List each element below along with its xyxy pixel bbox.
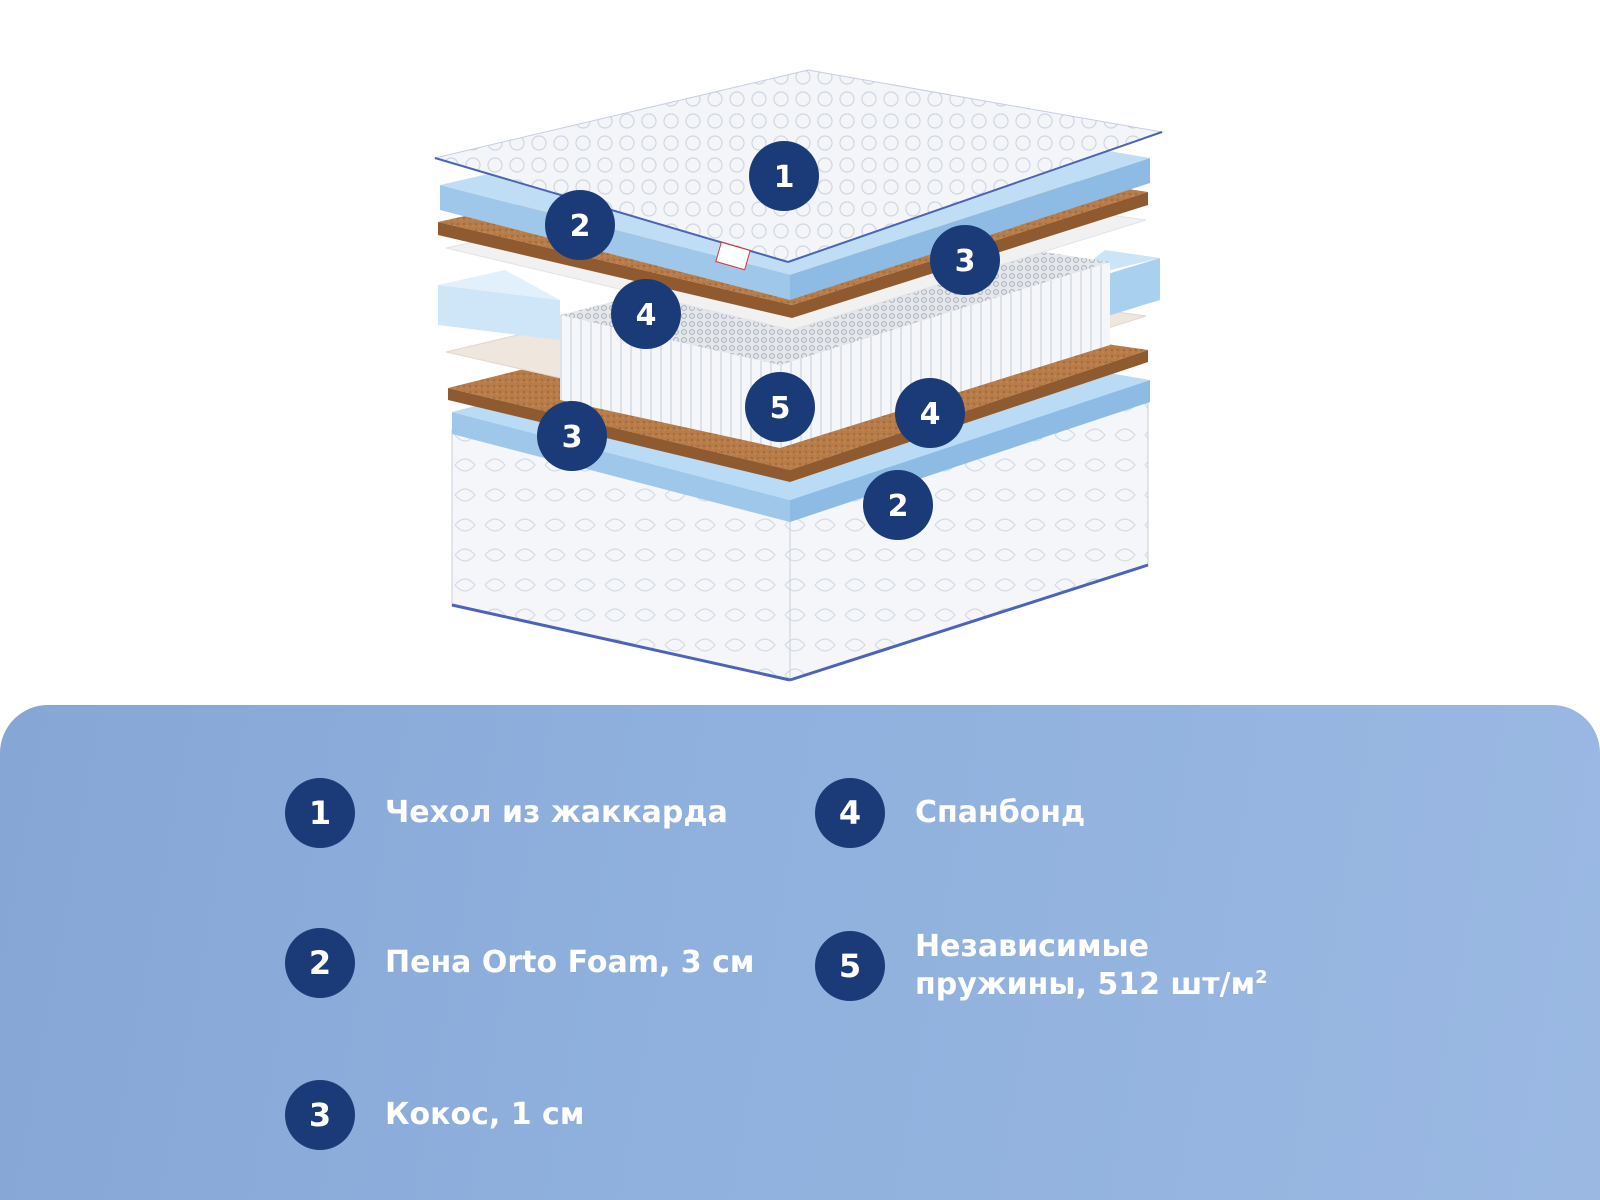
marker-4-top: 4 xyxy=(611,279,681,349)
marker-1: 1 xyxy=(749,141,819,211)
marker-2-top: 2 xyxy=(545,190,615,260)
svg-text:2: 2 xyxy=(888,489,909,524)
legend-label: Пена Orto Foam, 3 см xyxy=(385,945,755,980)
legend-item-springs: 5 Независимые пружины, 512 шт/м2 xyxy=(815,928,1295,1004)
legend-item-spunbond: 4 Спанбонд xyxy=(815,778,1295,848)
svg-text:3: 3 xyxy=(955,244,976,279)
svg-text:4: 4 xyxy=(636,298,657,333)
marker-2-bottom: 2 xyxy=(863,470,933,540)
legend-panel: 1 Чехол из жаккарда 2 Пена Orto Foam, 3 … xyxy=(0,705,1600,1200)
legend-label: Независимые пружины, 512 шт/м2 xyxy=(915,928,1295,1004)
legend-item-cover: 1 Чехол из жаккарда xyxy=(285,778,765,848)
mattress-layers-illustration: 1 2 3 4 5 4 3 xyxy=(433,69,1164,682)
marker-3-bottom: 3 xyxy=(537,401,607,471)
marker-3-top: 3 xyxy=(930,225,1000,295)
legend-label: Спанбонд xyxy=(915,795,1086,830)
legend-badge: 4 xyxy=(815,778,885,848)
diagram-markers: 1 2 3 4 5 4 3 xyxy=(537,141,1000,540)
svg-text:5: 5 xyxy=(770,391,791,426)
svg-text:4: 4 xyxy=(920,397,941,432)
legend-item-foam: 2 Пена Orto Foam, 3 см xyxy=(285,928,765,998)
marker-5: 5 xyxy=(745,372,815,442)
unit-superscript: 2 xyxy=(1255,967,1268,988)
svg-text:1: 1 xyxy=(774,160,795,195)
legend-item-coconut: 3 Кокос, 1 см xyxy=(285,1080,765,1150)
marker-4-bottom: 4 xyxy=(895,378,965,448)
springs-label-text: Независимые пружины, 512 шт/м xyxy=(915,929,1256,1002)
legend-badge: 2 xyxy=(285,928,355,998)
legend-badge: 1 xyxy=(285,778,355,848)
svg-text:3: 3 xyxy=(562,420,583,455)
legend-label: Чехол из жаккарда xyxy=(385,795,728,830)
legend-label: Кокос, 1 см xyxy=(385,1097,585,1132)
legend-badge: 3 xyxy=(285,1080,355,1150)
legend-badge: 5 xyxy=(815,931,885,1001)
svg-text:2: 2 xyxy=(570,209,591,244)
